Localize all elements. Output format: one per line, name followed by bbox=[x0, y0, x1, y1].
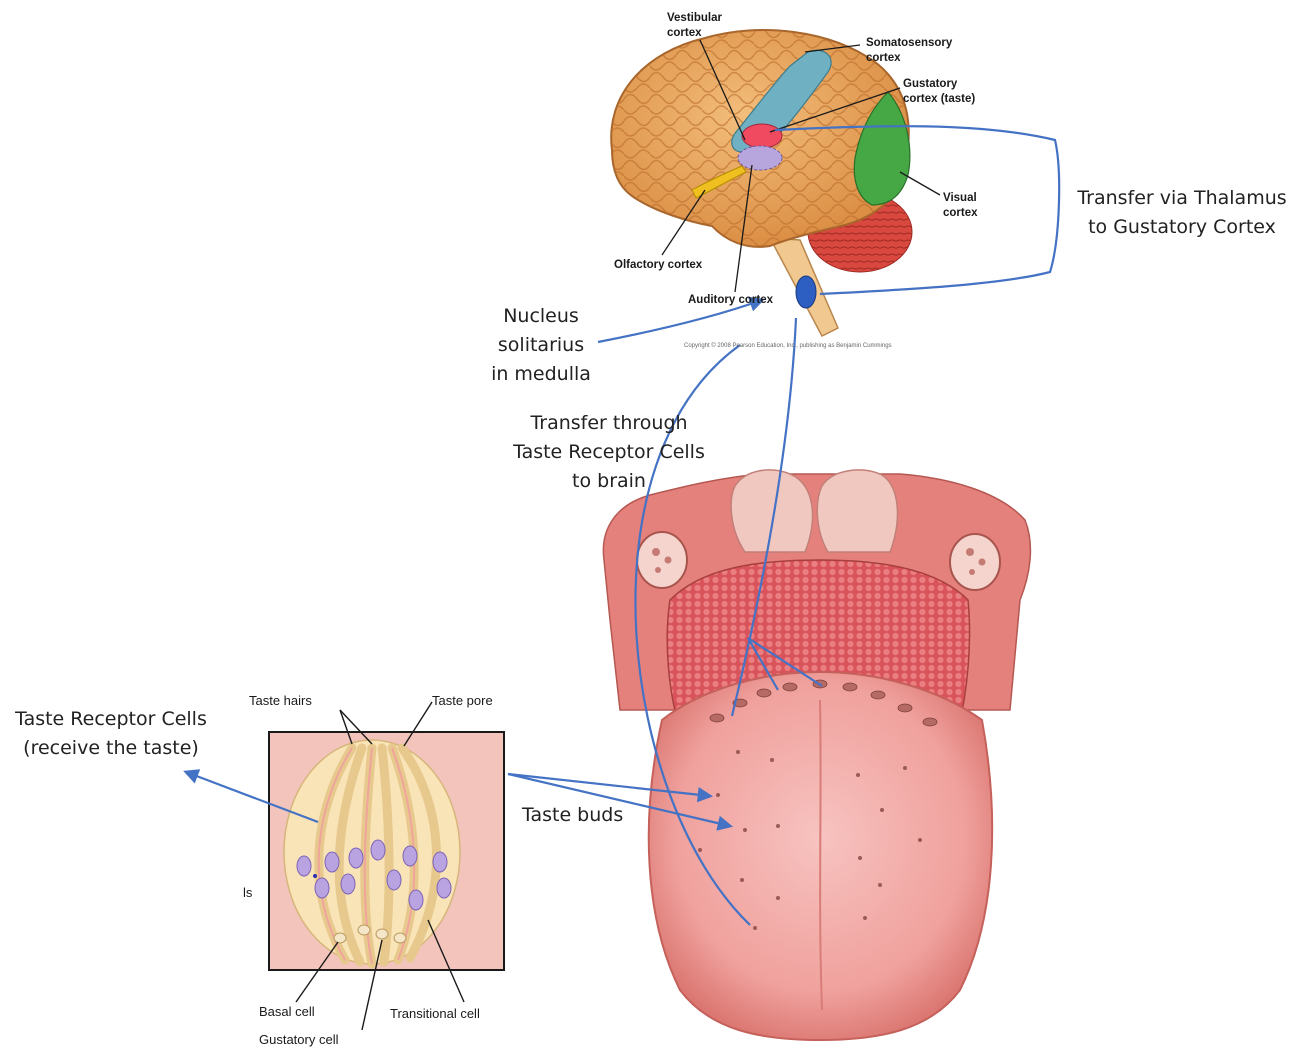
tonsil-left bbox=[637, 532, 687, 588]
transitional-cell-label: Transitional cell bbox=[390, 1006, 480, 1022]
basal-cell-label: Basal cell bbox=[259, 1004, 315, 1020]
auditory-cortex bbox=[738, 146, 782, 170]
taste-hairs-label: Taste hairs bbox=[249, 693, 312, 709]
taste-receptor-cells-label: Taste Receptor Cells(receive the taste) bbox=[4, 705, 218, 763]
side-text: ls bbox=[243, 885, 252, 901]
gustatory-cell-label: Gustatory cell bbox=[259, 1032, 338, 1048]
taste-bud-cross-section bbox=[269, 702, 504, 1030]
auditory-cortex-label: Auditory cortex bbox=[688, 293, 773, 308]
epiglottis-right bbox=[817, 470, 897, 552]
tonsil-right bbox=[950, 534, 1000, 590]
olfactory-cortex-label: Olfactory cortex bbox=[614, 258, 702, 273]
copyright-notice: Copyright © 2008 Pearson Education, Inc.… bbox=[684, 343, 892, 349]
epiglottis-left bbox=[731, 470, 812, 552]
taste-pore-label: Taste pore bbox=[432, 693, 493, 709]
gustatory-cortex bbox=[742, 124, 782, 148]
tongue-illustration bbox=[603, 470, 1030, 1040]
nucleus-solitarius-marker bbox=[796, 276, 816, 308]
taste-buds-label: Taste buds bbox=[522, 801, 623, 830]
